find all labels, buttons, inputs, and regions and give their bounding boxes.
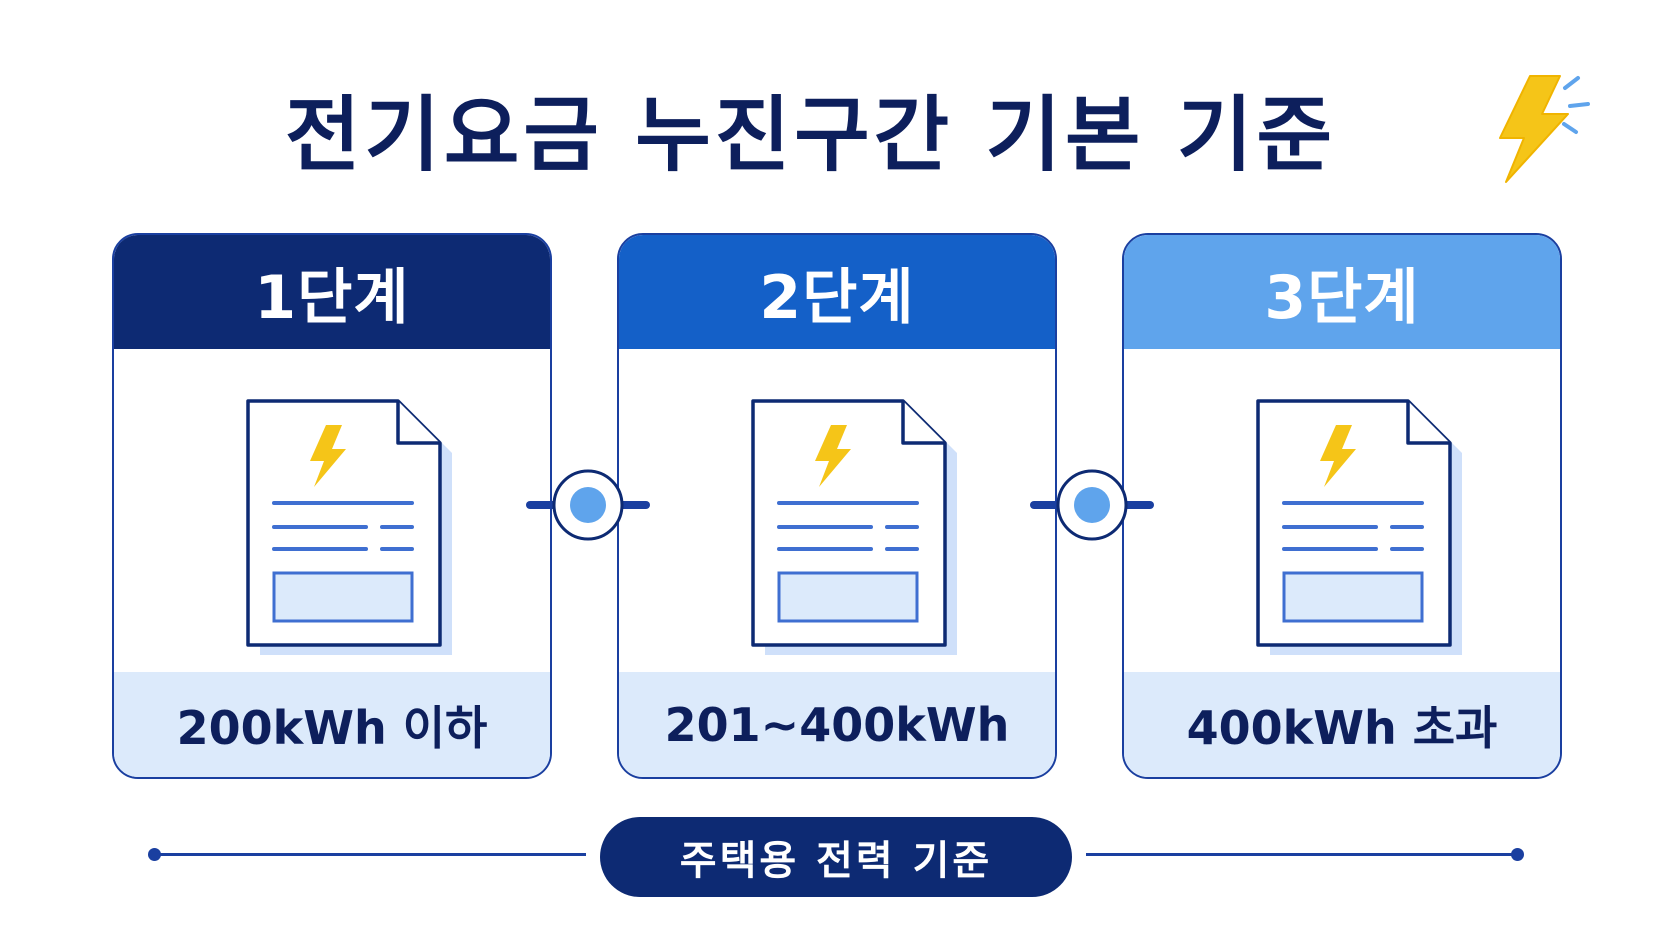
footer-dot-left: [148, 848, 161, 861]
tier-range: 201~400kWh: [619, 672, 1055, 777]
electric-bill-document-icon: [246, 399, 452, 655]
footer-dot-right: [1511, 848, 1524, 861]
footer-divider-left: [156, 853, 586, 856]
tier-header: 3단계: [1124, 235, 1560, 349]
tier-header: 1단계: [114, 235, 550, 349]
electric-bill-document-icon: [1256, 399, 1462, 655]
page-title: 전기요금 누진구간 기본 기준: [285, 87, 1336, 183]
connector-node-icon: [526, 469, 650, 541]
tier-card-1: 1단계 200kWh 이하: [112, 233, 552, 779]
lightning-bolt-icon: [1499, 75, 1590, 183]
electric-bill-document-icon: [751, 399, 957, 655]
connector-node-icon: [1030, 469, 1154, 541]
tier-card-2: 2단계 201~400kWh: [617, 233, 1057, 779]
tier-range: 400kWh 초과: [1124, 672, 1560, 777]
tier-range: 200kWh 이하: [114, 672, 550, 777]
footer-divider-right: [1086, 853, 1516, 856]
footer-badge: 주택용 전력 기준: [600, 817, 1072, 897]
tier-header: 2단계: [619, 235, 1055, 349]
tier-card-3: 3단계 400kWh 초과: [1122, 233, 1562, 779]
